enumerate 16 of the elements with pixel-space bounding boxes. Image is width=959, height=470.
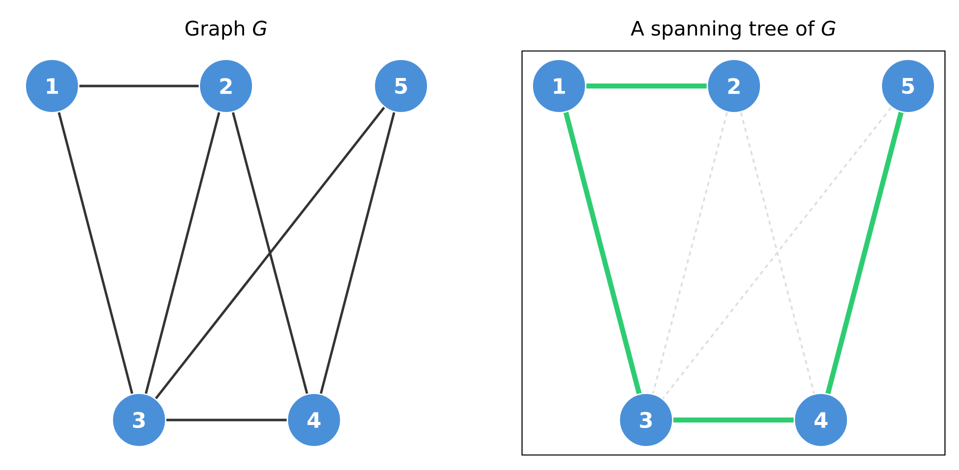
graph-edge: [563, 112, 642, 394]
graph-edge: [673, 417, 794, 423]
panel-title: Graph G: [186, 20, 267, 40]
graph-edge: [79, 84, 199, 88]
graph-edge: [825, 112, 904, 394]
graph-edge: [144, 112, 220, 394]
panel-title: A spanning tree of G: [630, 20, 836, 40]
graph-edge: [662, 106, 892, 400]
graph-edge: [166, 418, 287, 422]
graph-edge: [652, 112, 728, 394]
graph-edge: [154, 106, 386, 400]
graph-edge: [232, 112, 308, 394]
graph-edge: [58, 112, 134, 394]
graph-edge: [740, 112, 815, 394]
graph-edge: [586, 83, 707, 89]
graph-edge: [320, 112, 396, 394]
